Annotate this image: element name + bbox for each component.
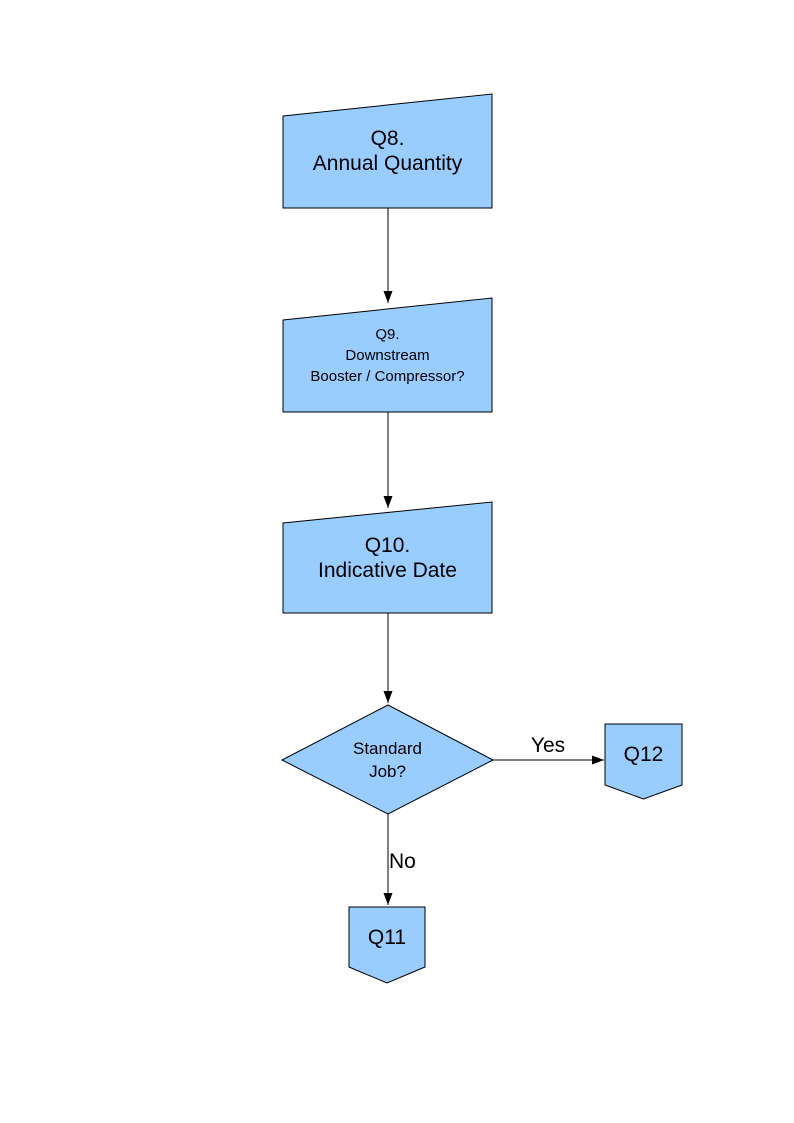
- node-decision-label: Standard Job?: [353, 738, 422, 781]
- node-q10-label: Q10. Indicative Date: [318, 533, 457, 582]
- edge-label-no: No: [389, 850, 416, 873]
- node-q11-shape: [348, 906, 426, 984]
- node-q9-shape: [282, 297, 493, 413]
- node-q8-label: Q8. Annual Quantity: [312, 127, 463, 175]
- edge-label-yes: Yes: [530, 734, 566, 757]
- node-q8-shape: [282, 93, 493, 209]
- node-q11-label: Q11: [367, 925, 407, 949]
- node-q10-shape: [282, 501, 493, 614]
- node-q9-label: Q9. Downstream Booster / Compressor?: [310, 325, 465, 385]
- node-q12-shape: [604, 723, 683, 800]
- node-q12-label: Q12: [623, 743, 664, 766]
- node-decision-shape: [280, 704, 495, 815]
